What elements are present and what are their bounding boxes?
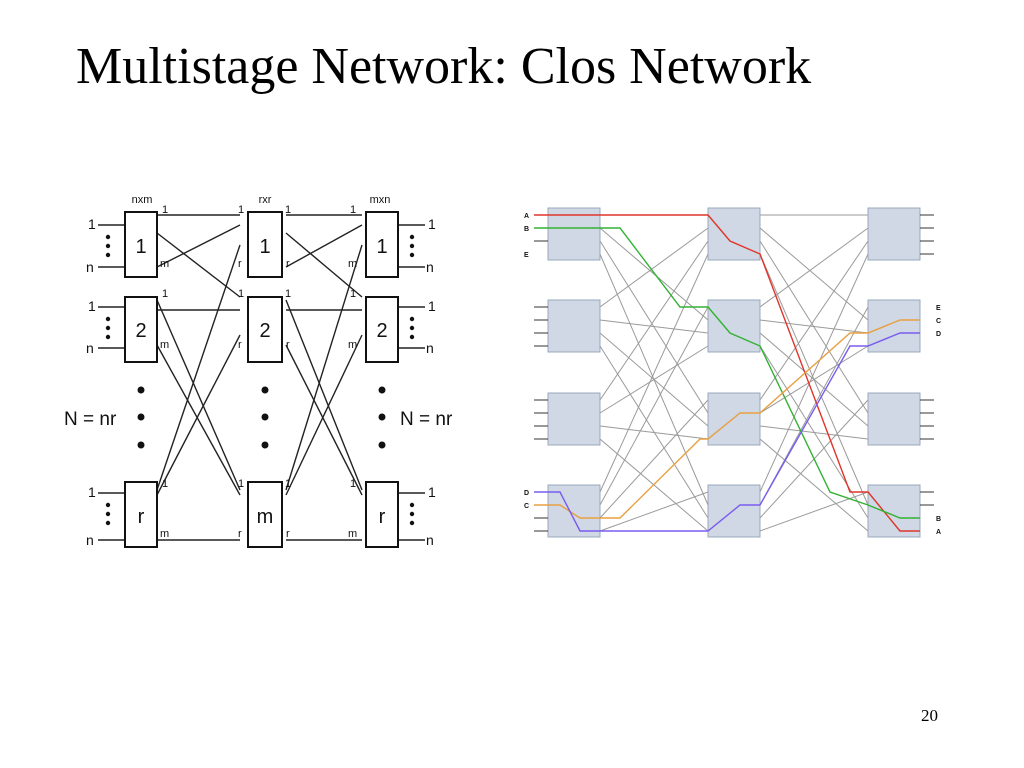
ingress-switch-1-label: 1 (135, 236, 146, 258)
port-stubs (534, 214, 934, 532)
port-label: r (238, 258, 242, 270)
output-label: 1 (428, 484, 436, 500)
port-label: m (348, 258, 357, 270)
clos-routing-example-diagram: A B E D C E C D B A (524, 207, 941, 538)
output-label: n (426, 340, 434, 356)
egress-port-label: D (936, 331, 941, 338)
egress-port-label: B (936, 516, 941, 523)
slide-title: Multistage Network: Clos Network (76, 38, 812, 95)
size-label-left: N = nr (64, 409, 117, 430)
ingress-switch-2: 2 (124, 296, 158, 363)
port-label: 1 (285, 288, 291, 300)
port-label: 1 (238, 204, 244, 216)
port-label: 1 (238, 478, 244, 490)
port-label: r (286, 339, 290, 351)
middle-switch-1-label: 1 (259, 236, 270, 258)
middle-switch-2-label: 2 (259, 320, 270, 342)
ingress-switch-1: 1 (124, 211, 158, 278)
ingress-switch-2-label: 2 (135, 320, 146, 342)
output-label: n (426, 259, 434, 275)
port-label: 1 (350, 204, 356, 216)
output-label: 1 (428, 298, 436, 314)
input-label: 1 (88, 484, 96, 500)
output-label: n (426, 532, 434, 548)
port-label: 1 (285, 478, 291, 490)
stage-ellipsis-dots (137, 386, 386, 449)
port-ellipsis-dots (105, 234, 415, 526)
middle-switch-1: 1 (247, 211, 283, 278)
input-label: 1 (88, 298, 96, 314)
port-label: m (348, 528, 357, 540)
port-label: r (238, 339, 242, 351)
path-d (534, 332, 920, 532)
path-a (534, 214, 920, 532)
egress-switch-r: r (365, 481, 399, 548)
output-label: 1 (428, 216, 436, 232)
middle-switch-m-label: m (257, 506, 274, 528)
interconnect-wires (599, 214, 869, 532)
page-number: 20 (921, 706, 938, 725)
ingress-port-label: E (524, 252, 529, 259)
egress-port-label: E (936, 305, 941, 312)
port-label: r (238, 528, 242, 540)
port-label: 1 (162, 478, 168, 490)
port-label: 1 (162, 288, 168, 300)
input-label: n (86, 532, 94, 548)
port-label: m (160, 258, 169, 270)
ingress-switch-r-label: r (138, 506, 145, 528)
port-label: 1 (350, 288, 356, 300)
egress-port-label: C (936, 318, 941, 325)
egress-switch-1-label: 1 (376, 236, 387, 258)
ingress-port-label: B (524, 226, 529, 233)
ingress-port-label: C (524, 503, 529, 510)
stage-header-ingress: nxm (132, 194, 153, 206)
clos-schematic-diagram: nxm rxr mxn 1 2 r 1 (64, 194, 453, 548)
port-label: 1 (162, 204, 168, 216)
input-label: 1 (88, 216, 96, 232)
egress-switch-2-label: 2 (376, 320, 387, 342)
ingress-port-label: D (524, 490, 529, 497)
path-b (534, 227, 920, 519)
input-label: n (86, 259, 94, 275)
size-label-right: N = nr (400, 409, 453, 430)
port-label: 1 (350, 478, 356, 490)
port-label: 1 (238, 288, 244, 300)
egress-switch-2: 2 (365, 296, 399, 363)
port-label: r (286, 258, 290, 270)
middle-switch-m: m (247, 481, 283, 548)
path-c (534, 319, 920, 519)
input-label: n (86, 340, 94, 356)
port-label: m (348, 339, 357, 351)
ingress-switch-r: r (124, 481, 158, 548)
switch-grid (547, 207, 921, 538)
port-label: 1 (285, 204, 291, 216)
port-label: r (286, 528, 290, 540)
egress-switch-r-label: r (379, 506, 386, 528)
port-label: m (160, 339, 169, 351)
port-label: m (160, 528, 169, 540)
egress-switch-1: 1 (365, 211, 399, 278)
stage-header-egress: mxn (370, 194, 391, 206)
middle-switch-2: 2 (247, 296, 283, 363)
ingress-port-label: A (524, 213, 529, 220)
egress-port-label: A (936, 529, 941, 536)
stage-header-middle: rxr (259, 194, 272, 206)
